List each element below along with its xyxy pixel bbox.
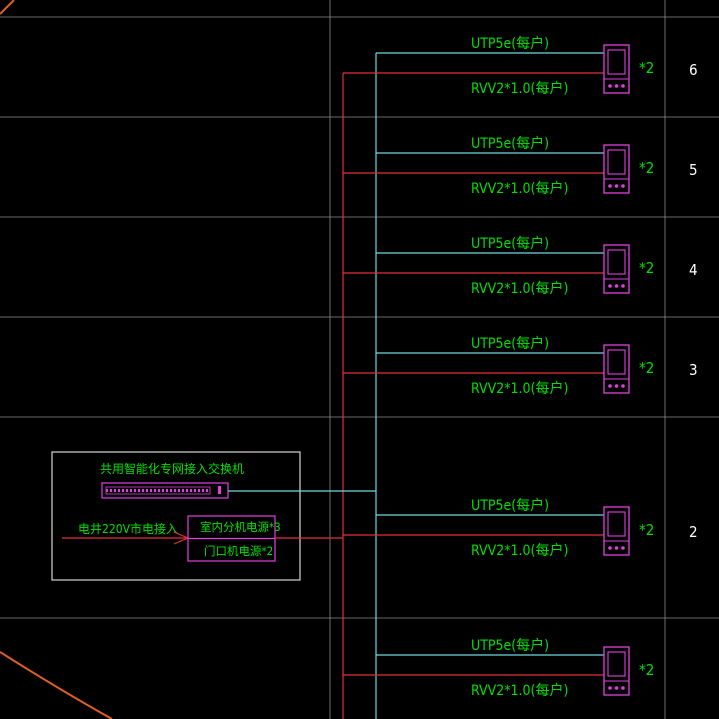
power-label: RVV2*1.0(每户) xyxy=(471,542,568,559)
intercom-unit-icon xyxy=(603,44,630,94)
intercom-unit-icon xyxy=(603,646,630,696)
floor-row: UTP5e(每户) RVV2*1.0(每户) *2 5 xyxy=(343,135,698,197)
orange-arc-top xyxy=(0,0,15,15)
intercom-unit-icon xyxy=(603,244,630,294)
equipment-box: 共用智能化专网接入交换机 电井220V市电接入 室内分机电源*3 门口机电源*2 xyxy=(51,451,376,581)
multiplier-label: *2 xyxy=(639,159,654,177)
floor-row: UTP5e(每户) RVV2*1.0(每户) *2 xyxy=(343,637,654,699)
floor-number: 5 xyxy=(689,161,698,179)
psu-block: 室内分机电源*3 门口机电源*2 xyxy=(187,515,281,562)
utp-label: UTP5e(每户) xyxy=(471,135,549,152)
utp-label: UTP5e(每户) xyxy=(471,637,549,654)
floor-row: UTP5e(每户) RVV2*1.0(每户) *2 4 xyxy=(343,235,698,297)
floor-number: 6 xyxy=(689,61,698,79)
floor-row: UTP5e(每户) RVV2*1.0(每户) *2 6 xyxy=(343,35,698,97)
multiplier-label: *2 xyxy=(639,59,654,77)
power-label: RVV2*1.0(每户) xyxy=(471,280,568,297)
power-label: RVV2*1.0(每户) xyxy=(471,682,568,699)
floor-row: UTP5e(每户) RVV2*1.0(每户) *2 2 xyxy=(343,497,698,559)
floor-number: 3 xyxy=(689,361,698,379)
intercom-unit-icon xyxy=(603,506,630,556)
power-label: RVV2*1.0(每户) xyxy=(471,80,568,97)
orange-arc xyxy=(0,651,113,719)
multiplier-label: *2 xyxy=(639,259,654,277)
switch-icon xyxy=(101,482,229,499)
power-label: RVV2*1.0(每户) xyxy=(471,380,568,397)
utp-label: UTP5e(每户) xyxy=(471,497,549,514)
intercom-unit-icon xyxy=(603,344,630,394)
multiplier-label: *2 xyxy=(639,661,654,679)
intercom-unit-icon xyxy=(603,144,630,194)
switch-label: 共用智能化专网接入交换机 xyxy=(100,461,244,476)
floor-number: 4 xyxy=(689,261,698,279)
floor-row: UTP5e(每户) RVV2*1.0(每户) *2 3 xyxy=(343,335,698,397)
power-in-label: 电井220V市电接入 xyxy=(78,521,178,536)
psu-door-label: 门口机电源*2 xyxy=(204,544,273,558)
floor-number: 2 xyxy=(689,523,698,541)
utp-label: UTP5e(每户) xyxy=(471,235,549,252)
psu-indoor-label: 室内分机电源*3 xyxy=(200,520,281,534)
power-label: RVV2*1.0(每户) xyxy=(471,180,568,197)
multiplier-label: *2 xyxy=(639,521,654,539)
utp-label: UTP5e(每户) xyxy=(471,335,549,352)
multiplier-label: *2 xyxy=(639,359,654,377)
utp-label: UTP5e(每户) xyxy=(471,35,549,52)
